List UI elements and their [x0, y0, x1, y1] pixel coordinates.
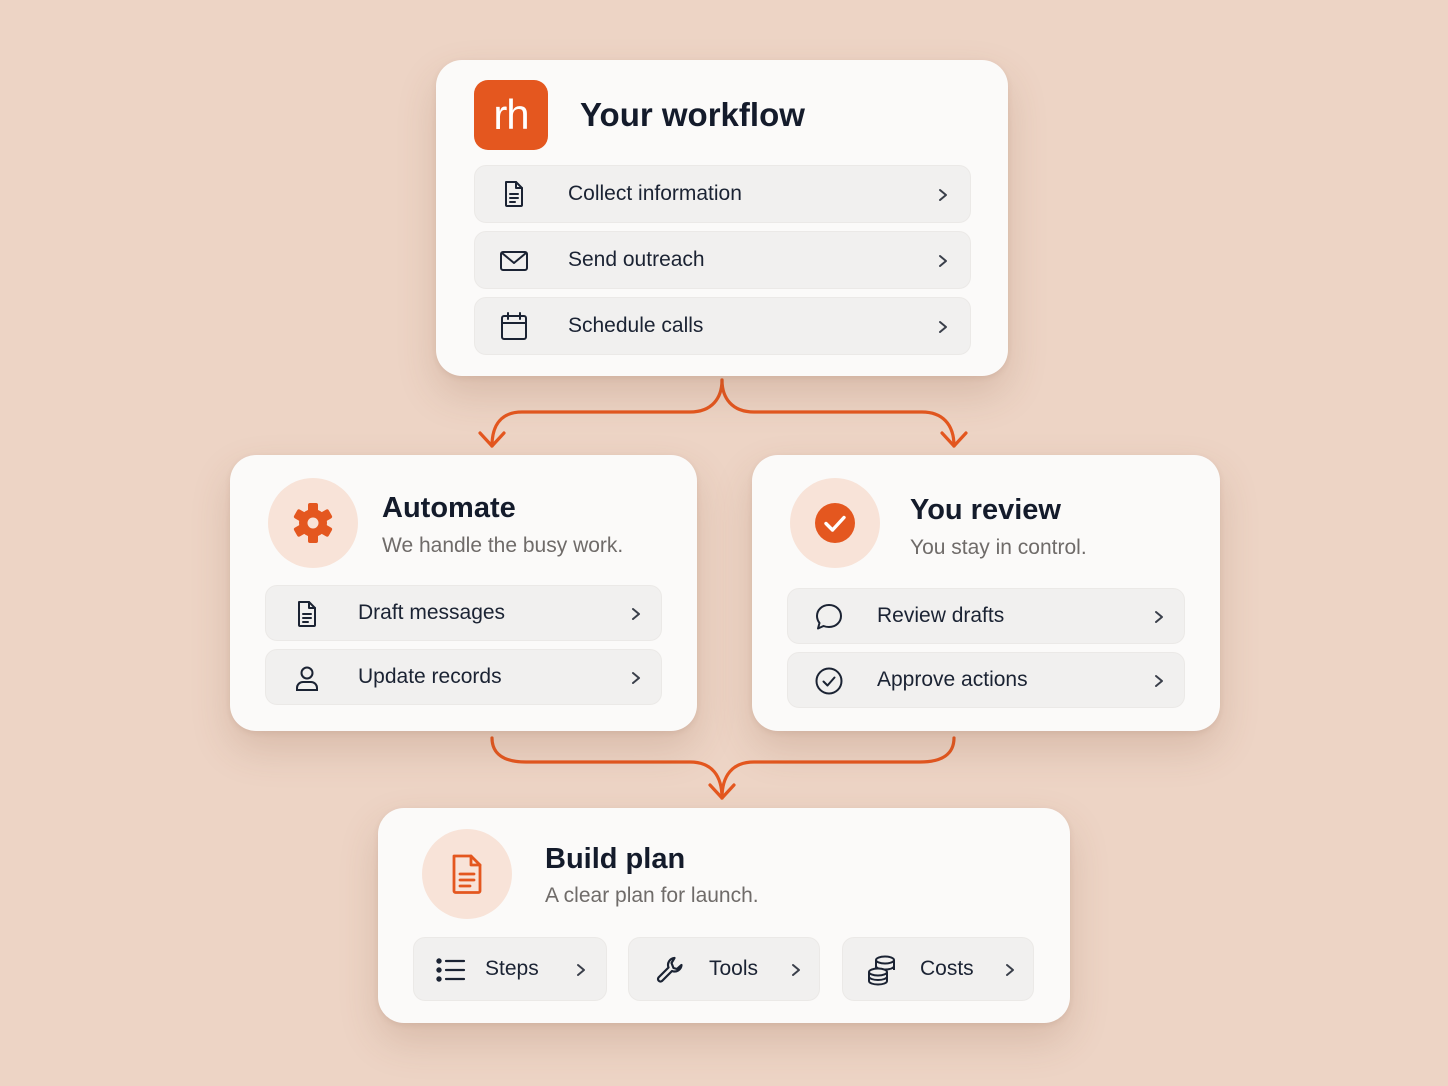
split-arrowhead-right: [940, 431, 968, 448]
review-item-review-drafts[interactable]: Review drafts: [787, 588, 1185, 644]
review-subtitle: You stay in control.: [910, 536, 1087, 559]
mail-icon: [499, 246, 529, 276]
chevron-right-icon: [789, 963, 803, 977]
chevron-right-icon: [629, 607, 643, 621]
workflow-item-collect-information[interactable]: Collect information: [474, 165, 971, 223]
plan-subtitle: A clear plan for launch.: [545, 884, 759, 907]
plan-item-label: Costs: [920, 957, 974, 980]
review-item-approve-actions[interactable]: Approve actions: [787, 652, 1185, 708]
chevron-right-icon: [1152, 610, 1166, 624]
merge-arrowhead: [708, 783, 736, 800]
plan-item-tools[interactable]: Tools: [628, 937, 820, 1001]
split-arrow-right: [720, 378, 956, 448]
list-icon: [435, 954, 467, 986]
document-icon: [292, 599, 322, 629]
merge-arrow-right: [720, 736, 956, 800]
workflow-item-label: Send outreach: [568, 248, 705, 271]
chevron-right-icon: [1003, 963, 1017, 977]
split-arrowhead-left: [478, 431, 506, 448]
split-arrow-left: [490, 378, 724, 448]
gear-badge: [268, 478, 358, 568]
chevron-right-icon: [574, 963, 588, 977]
workflow-title: Your workflow: [580, 96, 805, 133]
check-badge: [790, 478, 880, 568]
wrench-icon: [654, 954, 686, 986]
merge-arrow-left: [490, 736, 724, 800]
document-icon: [499, 179, 529, 209]
automate-subtitle: We handle the busy work.: [382, 534, 624, 557]
chevron-right-icon: [1152, 674, 1166, 688]
chevron-right-icon: [936, 320, 950, 334]
plan-item-label: Tools: [709, 957, 759, 980]
review-item-label: Review drafts: [877, 604, 1005, 627]
coins-icon: [866, 954, 898, 986]
calendar-icon: [499, 311, 529, 341]
automate-title: Automate: [382, 492, 516, 524]
chat-bubble-icon: [814, 602, 844, 632]
automate-item-label: Draft messages: [358, 601, 506, 624]
workflow-item-label: Schedule calls: [568, 314, 704, 337]
workflow-card: rh Your workflow Collect information Sen…: [436, 60, 1008, 376]
rh-logo: rh: [474, 80, 548, 150]
automate-card: Automate We handle the busy work. Draft …: [230, 455, 697, 731]
automate-item-label: Update records: [358, 665, 502, 688]
workflow-item-label: Collect information: [568, 182, 742, 205]
automate-item-draft-messages[interactable]: Draft messages: [265, 585, 662, 641]
logo-text: rh: [493, 91, 529, 138]
plan-item-label: Steps: [485, 957, 539, 980]
plan-item-costs[interactable]: Costs: [842, 937, 1034, 1001]
document-icon: [448, 853, 486, 895]
check-circle-outline-icon: [814, 666, 844, 696]
plan-item-steps[interactable]: Steps: [413, 937, 607, 1001]
chevron-right-icon: [936, 254, 950, 268]
check-circle-icon: [814, 502, 856, 544]
workflow-item-schedule-calls[interactable]: Schedule calls: [474, 297, 971, 355]
plan-badge: [422, 829, 512, 919]
gear-icon: [292, 502, 334, 544]
workflow-item-send-outreach[interactable]: Send outreach: [474, 231, 971, 289]
review-title: You review: [910, 494, 1061, 526]
review-card: You review You stay in control. Review d…: [752, 455, 1220, 731]
user-icon: [292, 663, 322, 693]
plan-card: Build plan A clear plan for launch. Step…: [378, 808, 1070, 1023]
automate-item-update-records[interactable]: Update records: [265, 649, 662, 705]
chevron-right-icon: [936, 188, 950, 202]
review-item-label: Approve actions: [877, 668, 1028, 691]
plan-title: Build plan: [545, 843, 686, 875]
chevron-right-icon: [629, 671, 643, 685]
